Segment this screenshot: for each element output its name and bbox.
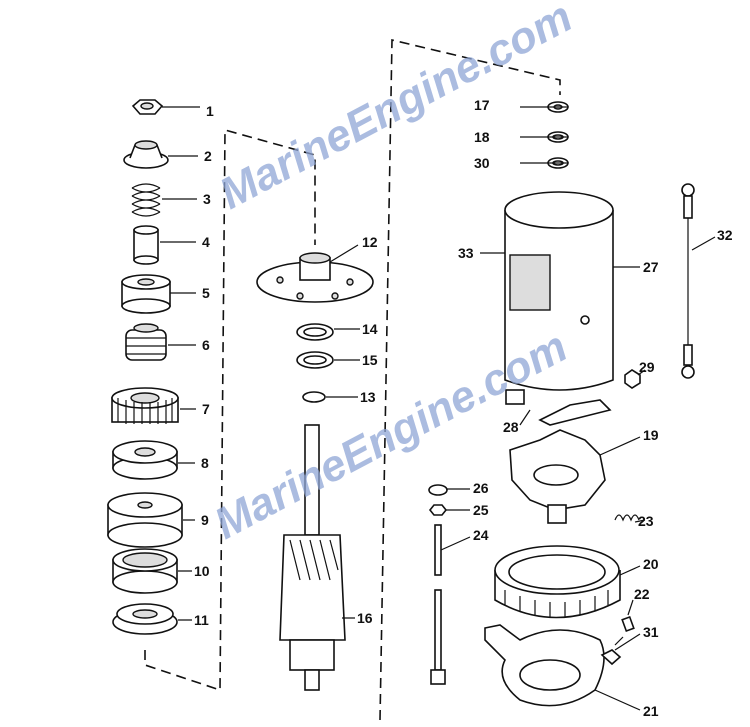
part-bolt-22 bbox=[621, 615, 635, 633]
assembly-line-left bbox=[144, 128, 316, 692]
part-armature-16 bbox=[279, 424, 346, 691]
part-washer-13 bbox=[302, 391, 326, 403]
callout-33: 33 bbox=[458, 245, 474, 261]
part-brush-plate-19 bbox=[509, 429, 606, 524]
callout-5: 5 bbox=[202, 285, 210, 301]
part-spring-3 bbox=[131, 183, 161, 217]
callout-30: 30 bbox=[474, 155, 490, 171]
callout-3: 3 bbox=[203, 191, 211, 207]
callout-31: 31 bbox=[643, 624, 659, 640]
callout-12: 12 bbox=[362, 234, 378, 250]
callout-25: 25 bbox=[473, 502, 489, 518]
part-brush-holder-28 bbox=[505, 369, 641, 426]
callout-27: 27 bbox=[643, 259, 659, 275]
callout-28: 28 bbox=[503, 419, 519, 435]
callout-18: 18 bbox=[474, 129, 490, 145]
part-nut-25 bbox=[428, 504, 448, 516]
callout-11: 11 bbox=[194, 612, 209, 628]
part-end-plate-12 bbox=[256, 252, 374, 303]
callout-22: 22 bbox=[634, 586, 650, 602]
part-nut-1 bbox=[131, 99, 164, 115]
watermark-bottom: MarineEngine.com bbox=[207, 322, 575, 549]
callout-8: 8 bbox=[201, 455, 209, 471]
part-washer-14 bbox=[296, 323, 334, 341]
part-field-ring-20 bbox=[494, 545, 621, 619]
callout-10: 10 bbox=[194, 563, 210, 579]
part-collar-9 bbox=[107, 492, 183, 548]
part-gear-7 bbox=[111, 387, 179, 424]
callout-24: 24 bbox=[473, 527, 489, 543]
callout-20: 20 bbox=[643, 556, 659, 572]
part-cup-11 bbox=[112, 603, 178, 635]
part-drive-6 bbox=[125, 323, 167, 361]
callout-6: 6 bbox=[202, 337, 210, 353]
callout-29: 29 bbox=[639, 359, 655, 375]
callout-2: 2 bbox=[204, 148, 212, 164]
part-thru-bolt-24 bbox=[430, 524, 446, 685]
part-washer-8 bbox=[112, 440, 178, 480]
callout-15: 15 bbox=[362, 352, 378, 368]
callout-1: 1 bbox=[206, 103, 214, 119]
callout-19: 19 bbox=[643, 427, 659, 443]
part-collar-5 bbox=[121, 274, 171, 314]
callout-9: 9 bbox=[201, 512, 209, 528]
callout-13: 13 bbox=[360, 389, 376, 405]
callout-4: 4 bbox=[202, 234, 210, 250]
part-cable-32 bbox=[681, 183, 695, 379]
part-spring-23 bbox=[614, 514, 640, 522]
watermark-top: MarineEngine.com bbox=[212, 0, 580, 219]
part-frame-27 bbox=[504, 191, 614, 391]
callout-16: 16 bbox=[357, 610, 373, 626]
callout-23: 23 bbox=[638, 513, 654, 529]
callout-21: 21 bbox=[643, 703, 659, 719]
part-sleeve-4 bbox=[133, 225, 159, 265]
leader-lines bbox=[160, 106, 716, 711]
part-washer-26 bbox=[428, 484, 448, 496]
callout-17: 17 bbox=[474, 97, 490, 113]
part-washer-15 bbox=[296, 351, 334, 369]
callout-26: 26 bbox=[473, 480, 489, 496]
assembly-line-right bbox=[379, 38, 561, 721]
part-ring-10 bbox=[112, 548, 178, 594]
part-end-plate-21 bbox=[484, 624, 605, 707]
part-cap-2 bbox=[123, 140, 169, 169]
part-screw-31 bbox=[600, 636, 624, 666]
callout-32: 32 bbox=[717, 227, 733, 243]
callout-7: 7 bbox=[202, 401, 210, 417]
callout-14: 14 bbox=[362, 321, 378, 337]
